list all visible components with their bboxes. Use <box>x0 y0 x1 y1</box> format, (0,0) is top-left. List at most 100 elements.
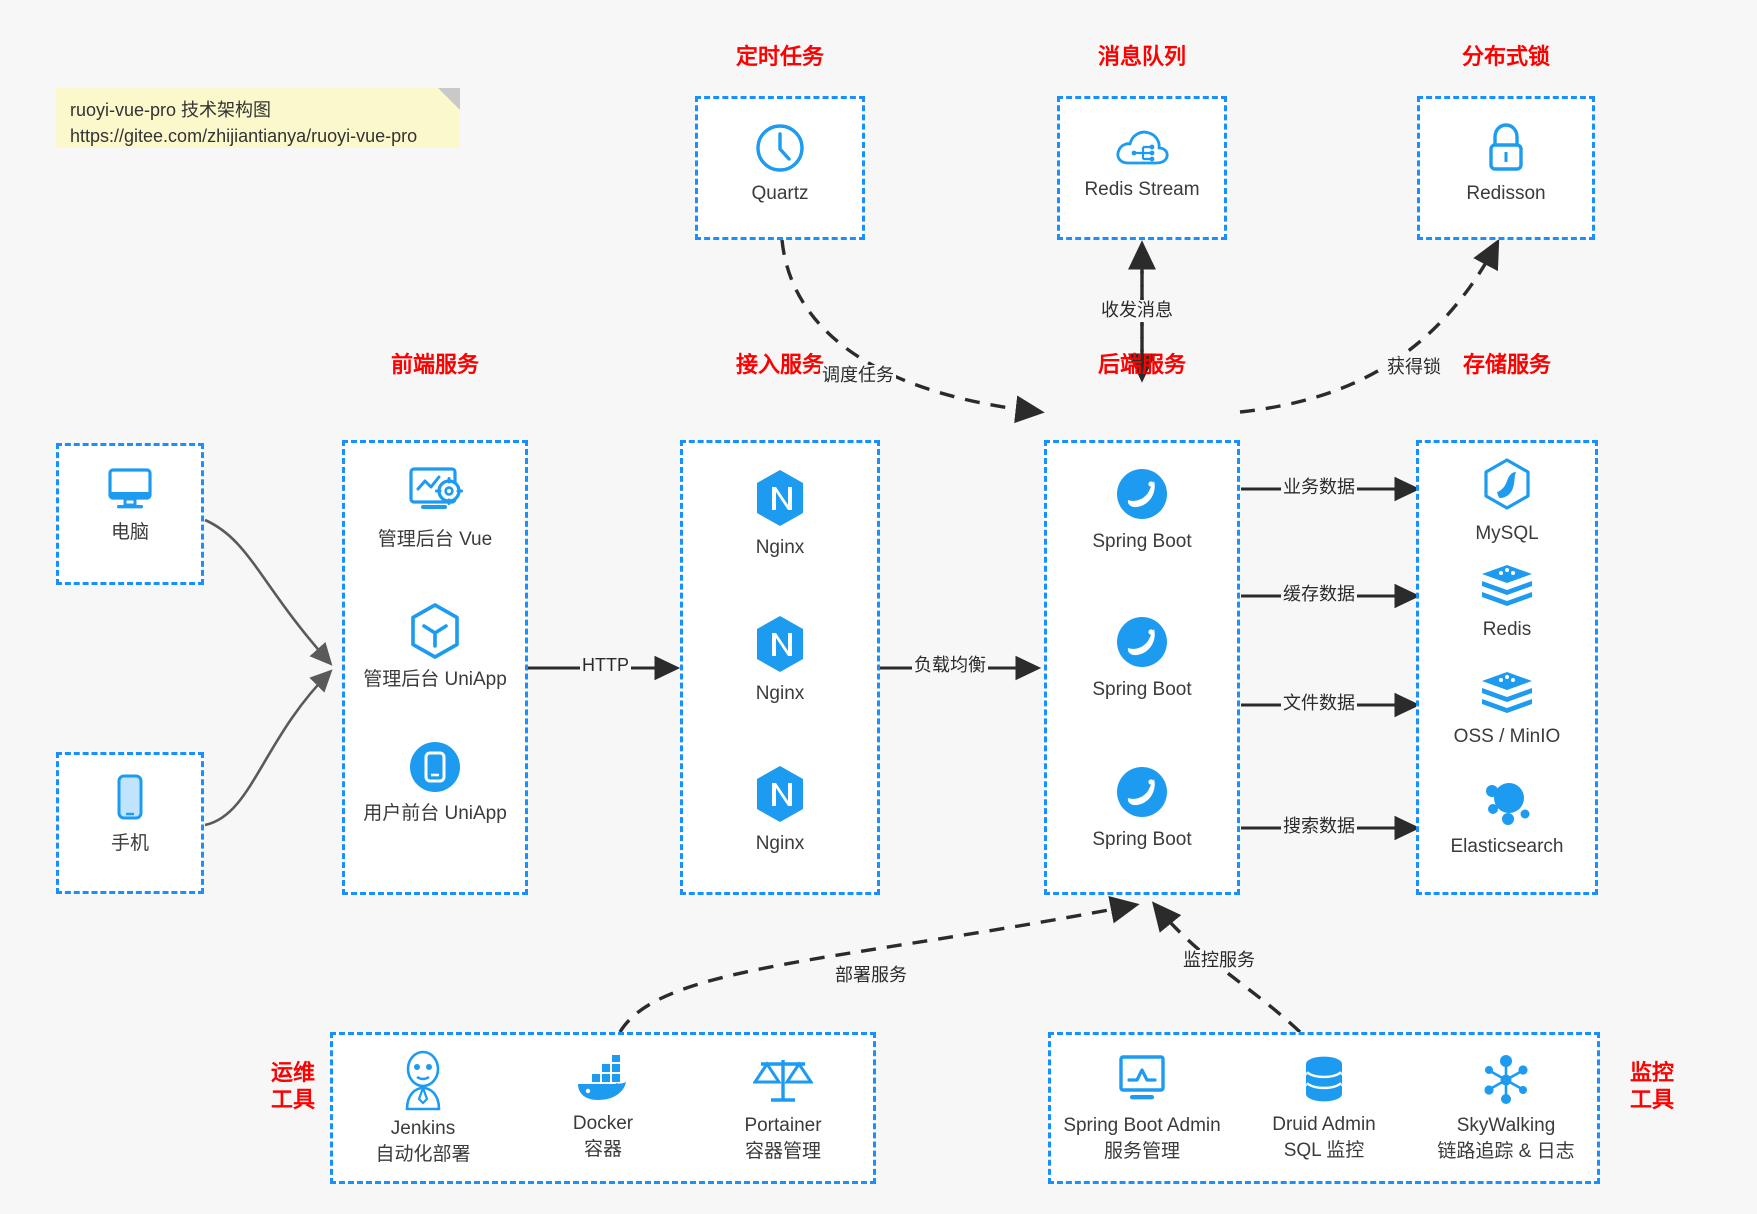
group-title-frontend: 前端服务 <box>390 352 479 377</box>
group-monitor: Spring Boot Admin 服务管理 Druid Admin <box>1048 1032 1600 1184</box>
group-title-devops: 运维 工具 <box>258 1060 328 1114</box>
node-label: Druid Admin <box>1272 1113 1376 1135</box>
node-label: 用户前台 UniApp <box>363 803 507 824</box>
node-label: Redis <box>1482 619 1532 640</box>
edge-label-acquire-lock: 获得锁 <box>1385 357 1443 379</box>
edge-label-load-balance: 负载均衡 <box>912 655 988 677</box>
jenkins-butler-icon <box>405 1050 441 1111</box>
node-sublabel: 链路追踪 & 日志 <box>1437 1140 1575 1162</box>
desktop-icon <box>108 468 152 509</box>
node-label: 管理后台 Vue <box>377 529 493 550</box>
node-spring-boot-1[interactable]: Spring Boot <box>1047 465 1237 554</box>
edge-label-deploy-service: 部署服务 <box>833 965 909 987</box>
redis-stack-icon <box>1482 672 1532 713</box>
group-lock: Redisson <box>1417 96 1595 240</box>
node-sublabel: 服务管理 <box>1103 1140 1180 1162</box>
node-redis-stream[interactable]: Redis Stream <box>1060 123 1224 202</box>
node-label: 管理后台 UniApp <box>363 669 507 690</box>
node-mobile[interactable]: 手机 <box>59 773 201 856</box>
node-admin-vue[interactable]: 管理后台 Vue <box>345 463 525 552</box>
nginx-icon <box>757 616 803 672</box>
group-scheduler: Quartz <box>695 96 865 240</box>
spring-leaf-icon <box>1117 617 1167 667</box>
diagram-note: ruoyi-vue-pro 技术架构图 https://gitee.com/zh… <box>56 88 460 148</box>
redis-stack-icon <box>1482 565 1532 606</box>
node-label: OSS / MinIO <box>1453 726 1561 747</box>
node-redisson[interactable]: Redisson <box>1420 121 1592 206</box>
edge-label-monitor-service: 监控服务 <box>1181 950 1257 972</box>
note-title: ruoyi-vue-pro 技术架构图 <box>70 100 272 120</box>
node-label: Docker <box>572 1112 634 1134</box>
devops-title-line2: 工具 <box>270 1086 315 1112</box>
node-jenkins[interactable]: Jenkins 自动化部署 <box>333 1049 513 1167</box>
node-admin-uniapp[interactable]: 管理后台 UniApp <box>345 601 525 692</box>
group-client-desktop: 电脑 <box>56 443 204 585</box>
node-portainer[interactable]: Portainer 容器管理 <box>693 1052 873 1164</box>
edge-label-schedule-task: 调度任务 <box>820 365 896 387</box>
group-title-monitor: 监控 工具 <box>1617 1060 1687 1114</box>
node-spring-boot-admin[interactable]: Spring Boot Admin 服务管理 <box>1051 1052 1233 1164</box>
group-storage: MySQL Redis OSS / MinIO <box>1416 440 1598 895</box>
group-title-storage: 存储服务 <box>1462 352 1551 377</box>
group-frontend: 管理后台 Vue 管理后台 UniApp 用户前台 UniApp <box>342 440 528 895</box>
node-sublabel: 容器管理 <box>744 1140 821 1162</box>
mobile-icon <box>117 774 143 820</box>
node-label: Nginx <box>755 833 805 854</box>
clock-icon <box>756 124 804 172</box>
group-devops: Jenkins 自动化部署 Docker 容器 <box>330 1032 876 1184</box>
dashboard-gear-icon <box>409 467 463 509</box>
node-quartz[interactable]: Quartz <box>698 121 862 206</box>
node-label: Quartz <box>751 183 809 204</box>
node-label: Nginx <box>755 537 805 558</box>
node-nginx-1[interactable]: Nginx <box>683 467 877 560</box>
monitor-chart-icon <box>1119 1055 1165 1100</box>
group-title-lock: 分布式锁 <box>1461 44 1550 69</box>
node-skywalking[interactable]: SkyWalking 链路追踪 & 日志 <box>1415 1052 1597 1164</box>
hexagon-uniapp-icon <box>411 603 459 659</box>
database-icon <box>1306 1056 1342 1102</box>
node-label: MySQL <box>1475 523 1539 544</box>
node-sublabel: SQL 监控 <box>1283 1139 1365 1161</box>
node-nginx-2[interactable]: Nginx <box>683 613 877 706</box>
edge-label-search-data: 搜索数据 <box>1281 816 1357 838</box>
node-sublabel: 自动化部署 <box>375 1143 471 1165</box>
node-label: Redis Stream <box>1084 179 1200 200</box>
node-label: 手机 <box>110 833 149 854</box>
node-label: Spring Boot <box>1092 829 1192 850</box>
edge-label-business-data: 业务数据 <box>1281 477 1357 499</box>
node-label: Spring Boot <box>1092 679 1192 700</box>
node-label: Redisson <box>1466 183 1546 204</box>
node-spring-boot-3[interactable]: Spring Boot <box>1047 763 1237 852</box>
node-label: SkyWalking <box>1456 1114 1556 1136</box>
group-title-mq: 消息队列 <box>1097 44 1186 69</box>
node-label: Elasticsearch <box>1450 836 1564 857</box>
node-label: Spring Boot Admin <box>1063 1114 1221 1136</box>
node-redis[interactable]: Redis <box>1419 561 1595 642</box>
node-elasticsearch[interactable]: Elasticsearch <box>1419 776 1595 859</box>
node-mysql[interactable]: MySQL <box>1419 457 1595 546</box>
node-nginx-3[interactable]: Nginx <box>683 763 877 856</box>
edge-label-file-data: 文件数据 <box>1281 693 1357 715</box>
node-druid-admin[interactable]: Druid Admin SQL 监控 <box>1233 1053 1415 1163</box>
node-sublabel: 容器 <box>583 1138 622 1160</box>
note-fold-corner <box>438 88 460 110</box>
node-label: Spring Boot <box>1092 531 1192 552</box>
skywalking-icon <box>1484 1054 1528 1104</box>
spring-leaf-icon <box>1117 767 1167 817</box>
node-spring-boot-2[interactable]: Spring Boot <box>1047 613 1237 702</box>
nginx-icon <box>757 470 803 526</box>
node-label: Portainer <box>744 1114 822 1136</box>
lock-icon <box>1489 123 1523 171</box>
group-mq: Redis Stream <box>1057 96 1227 240</box>
node-label: 电脑 <box>110 522 149 543</box>
nginx-icon <box>757 766 803 822</box>
monitor-title-line2: 工具 <box>1629 1086 1674 1112</box>
node-user-uniapp[interactable]: 用户前台 UniApp <box>345 739 525 826</box>
node-docker[interactable]: Docker 容器 <box>513 1054 693 1162</box>
spring-leaf-icon <box>1117 469 1167 519</box>
monitor-title-line1: 监控 <box>1629 1060 1674 1085</box>
node-desktop[interactable]: 电脑 <box>59 464 201 545</box>
edge-label-cache-data: 缓存数据 <box>1281 584 1357 606</box>
node-oss-minio[interactable]: OSS / MinIO <box>1419 668 1595 749</box>
note-url: https://gitee.com/zhijiantianya/ruoyi-vu… <box>70 126 418 147</box>
